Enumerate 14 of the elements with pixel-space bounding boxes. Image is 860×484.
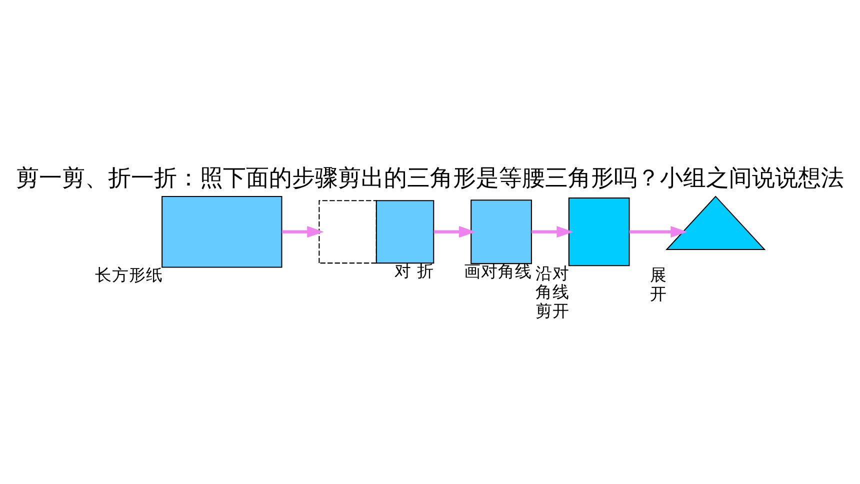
- node-label: 展开: [650, 265, 667, 303]
- node-triangle: [666, 195, 766, 250]
- diagram-title: 剪一剪、折一折：照下面的步骤剪出的三角形是等腰三角形吗？小组之间说说想法: [16, 165, 844, 192]
- node-box: [470, 199, 532, 264]
- node-box: [162, 195, 282, 268]
- arrow: [629, 226, 688, 238]
- node-label: 画对角线: [464, 261, 532, 280]
- arrow: [434, 226, 476, 238]
- node-label: 沿对角线剪开: [535, 263, 570, 320]
- node-box: [568, 197, 630, 266]
- node-label: 对 折: [394, 260, 434, 280]
- node-label: 长方形纸: [94, 265, 163, 284]
- arrow: [532, 226, 574, 238]
- arrow: [282, 226, 324, 238]
